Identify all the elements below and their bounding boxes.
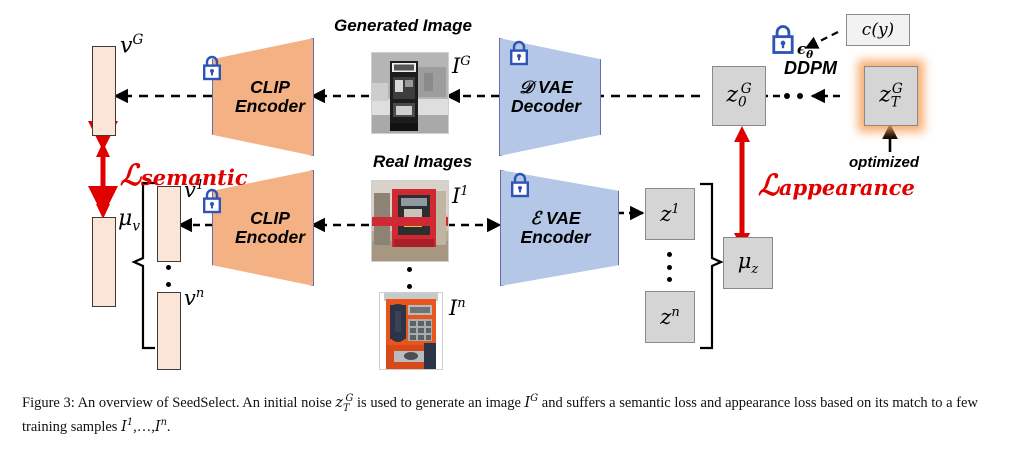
figure-caption: Figure 3: An overview of SeedSelect. An … (22, 392, 1012, 438)
box-ztg[interactable]: zTG (864, 66, 918, 126)
label-optimized: optimized (849, 154, 919, 171)
vector-bar-vn (157, 292, 181, 370)
label-In: In (449, 296, 466, 320)
label-real-images: Real Images (373, 152, 473, 171)
lock-icon-vae-decoder (510, 40, 529, 66)
box-mu-z: μz (723, 237, 773, 289)
caption-ellipsis: ,…, (133, 418, 155, 435)
box-cy: c(y) (846, 14, 910, 46)
vae-encoder-line2: Encoder (520, 227, 591, 247)
label-z0g: z0G (726, 81, 752, 111)
label-cy: c(y) (861, 20, 895, 40)
label-ztg: zTG (879, 81, 903, 111)
lock-icon-ddpm (772, 25, 794, 54)
latent-vertical-dots (666, 252, 672, 282)
arrowhead-appearance-up (734, 126, 750, 142)
clip-top-line1: CLIP (250, 77, 290, 98)
vector-bar-vg (92, 46, 116, 136)
vector-vertical-dots (165, 265, 171, 287)
caption-prefix: Figure 3: (22, 394, 75, 411)
label-mu-z: μz (737, 248, 759, 278)
lock-icon-clip-top (203, 55, 222, 81)
caption-period: . (166, 418, 171, 435)
label-zn: zn (660, 305, 680, 329)
box-zn: zn (645, 291, 695, 343)
caption-math-in: In (154, 417, 167, 435)
label-vg: vG (120, 32, 144, 59)
caption-part-3: and suffers a semantic loss and appearan… (22, 394, 978, 435)
box-z0g: z0G (712, 66, 766, 126)
block-clip-encoder-top[interactable]: CLIP Encoder (212, 38, 314, 156)
vae-encoder-line1: ℰ VAE (530, 208, 581, 229)
clip-top-line2: Encoder (234, 96, 306, 116)
real-images-vertical-dots (406, 267, 412, 289)
label-I1: I1 (452, 184, 469, 208)
arrowhead-semantic-up (96, 142, 110, 157)
box-z1: z1 (645, 188, 695, 240)
label-v1: v1 (184, 178, 205, 202)
generated-image-thumbnail (371, 52, 449, 134)
label-mu-v: μv (118, 206, 141, 235)
vector-bar-mu-v (92, 217, 116, 307)
real-image-1-thumbnail (371, 180, 449, 262)
label-generated-image: Generated Image (334, 16, 472, 35)
caption-part-2: is used to generate an image (357, 394, 521, 411)
clip-bottom-line1: CLIP (250, 208, 290, 229)
bracket-z-group (700, 182, 724, 350)
label-IG: IG (452, 54, 471, 78)
vector-bar-v1 (157, 186, 181, 262)
vae-decoder-line2: Decoder (510, 96, 582, 116)
block-vae-decoder[interactable]: 𝒟 VAE Decoder (499, 38, 601, 156)
caption-part-1: An overview of SeedSelect. An initial no… (74, 394, 332, 411)
lock-icon-clip-bottom (203, 188, 222, 214)
caption-math-ztg: zTG (335, 393, 354, 414)
label-epsilon-theta: ϵθ (797, 40, 814, 61)
ddpm-step-dots (784, 93, 803, 99)
vae-decoder-line1: 𝒟 VAE (519, 77, 573, 98)
label-ddpm: DDPM (784, 58, 837, 78)
label-z1: z1 (660, 202, 680, 226)
lock-icon-vae-encoder (511, 172, 530, 198)
real-image-n-thumbnail (379, 292, 443, 370)
label-vn: vn (184, 286, 205, 310)
label-appearance-loss: ℒappearance (758, 168, 915, 202)
caption-math-ig: IG (524, 393, 539, 411)
clip-bottom-line2: Encoder (234, 227, 306, 247)
label-semantic-loss: ℒsemantic (120, 158, 248, 192)
caption-math-i1: I1 (121, 417, 134, 435)
